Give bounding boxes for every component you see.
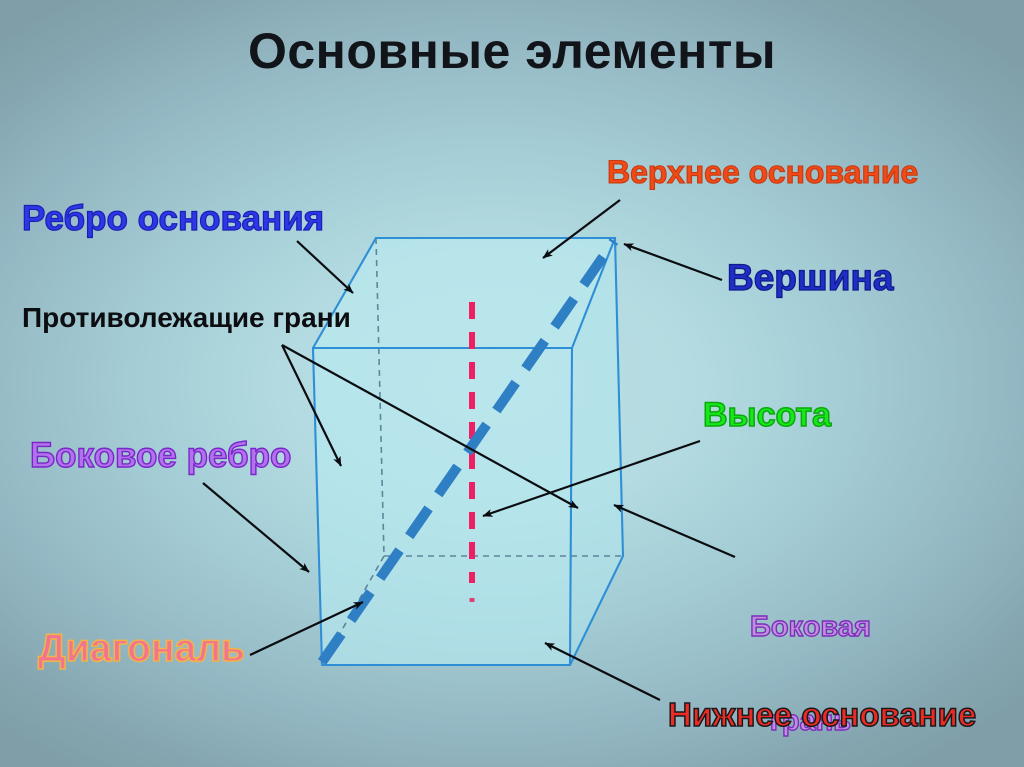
arrow-to-upper-base [542,199,621,259]
arrow-to-lateral-edge [202,482,310,573]
edge-top-right-slant [570,236,617,350]
arrow-to-diagonal [249,601,364,656]
arrow-to-opposite-face-right [281,344,579,509]
label-base-edge: Ребро основания [21,199,325,238]
diagonal-dashed [317,238,619,665]
box-faces [313,238,623,665]
arrow-to-opposite-face-left [281,344,342,467]
top-face [313,238,615,348]
label-lateral-face-line2: грань [769,704,852,737]
hidden-edge-back-left-vertical [375,237,385,557]
arrow-to-height [482,439,701,518]
pointer-arrows [202,199,736,701]
label-lower-base: Нижнее основание [667,696,977,733]
label-lateral-face: Боковая грань [749,549,871,767]
label-upper-base: Верхнее основание [606,154,919,190]
label-opposite-faces: Противолежащие грани [22,302,351,333]
right-lateral-face [570,238,623,665]
visible-edges [311,236,625,667]
edge-lateral-back-right [613,236,625,558]
label-height: Высота [702,396,831,434]
label-diagonal: Диагональ [37,627,246,671]
arrow-to-base-edge [296,240,354,294]
arrow-to-lateral-face [613,503,736,559]
edge-bottom-right-slant [568,554,625,667]
label-lateral-edge: Боковое ребро [29,436,292,475]
label-vertex: Вершина [726,257,894,298]
diagonal-line [317,238,619,665]
front-face [313,348,572,665]
label-lateral-face-line1: Боковая [749,610,871,643]
page-title: Основные элементы [247,23,777,79]
arrow-to-vertex [623,242,723,282]
arrow-to-lower-base [544,642,661,701]
edge-lateral-front-left [311,346,324,667]
